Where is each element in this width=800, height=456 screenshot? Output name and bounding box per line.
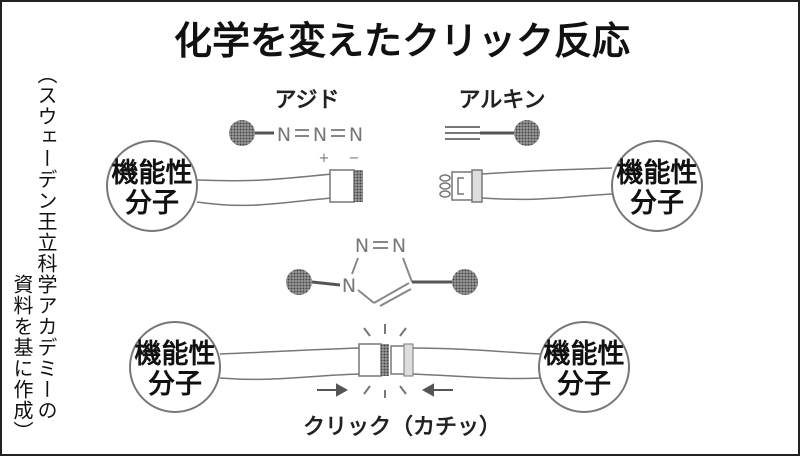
svg-text:分子: 分子 (557, 369, 611, 400)
buckle-male-icon (439, 169, 483, 203)
svg-text:分子: 分子 (125, 188, 179, 219)
click-label: クリック（カチッ） (303, 415, 501, 440)
triazole-right-dot (452, 269, 478, 295)
svg-text:分子: 分子 (148, 369, 202, 400)
source-line-1: （スウェーデン王立科学アカデミーの (34, 64, 58, 421)
source-line-2: 資料を基に作成） (10, 274, 34, 442)
bottom-ropes (219, 347, 541, 381)
functional-molecule-top-left: 機能性 分子 (106, 140, 198, 232)
svg-text:N: N (355, 235, 369, 257)
svg-text:分子: 分子 (630, 188, 684, 219)
functional-molecule-bottom-left: 機能性 分子 (129, 321, 221, 413)
azide-charge-plus: + (319, 151, 330, 166)
azide-atom-n1: N (277, 124, 291, 146)
top-ropes (196, 167, 613, 207)
svg-text:N: N (342, 275, 356, 297)
svg-text:N: N (392, 235, 406, 257)
svg-text:機能性: 機能性 (135, 338, 216, 370)
triazole-ring: N N N (311, 235, 452, 307)
svg-text:機能性: 機能性 (112, 157, 193, 189)
azide-label: アジド (274, 88, 339, 113)
svg-text:機能性: 機能性 (617, 157, 698, 189)
diagram-title: 化学を変えたクリック反応 (174, 19, 630, 63)
functional-molecule-top-right: 機能性 分子 (611, 140, 703, 232)
alkyne-triple-bond (445, 126, 480, 140)
azide-charge-minus: − (349, 151, 360, 166)
azide-atom-n3: N (349, 124, 363, 146)
buckle-female-icon (329, 169, 363, 203)
azide-atom-n2: N (313, 124, 327, 146)
alkyne-molecule-dot (514, 120, 540, 146)
azide-molecule-dot (229, 120, 255, 146)
click-spark-lines (363, 324, 407, 398)
functional-molecule-bottom-right: 機能性 分子 (538, 321, 630, 413)
alkyne-label: アルキン (458, 88, 545, 113)
push-arrows-icon (317, 383, 453, 397)
svg-text:機能性: 機能性 (544, 338, 625, 370)
buckle-clicked-icon (358, 343, 414, 377)
triazole-left-dot (286, 269, 312, 295)
